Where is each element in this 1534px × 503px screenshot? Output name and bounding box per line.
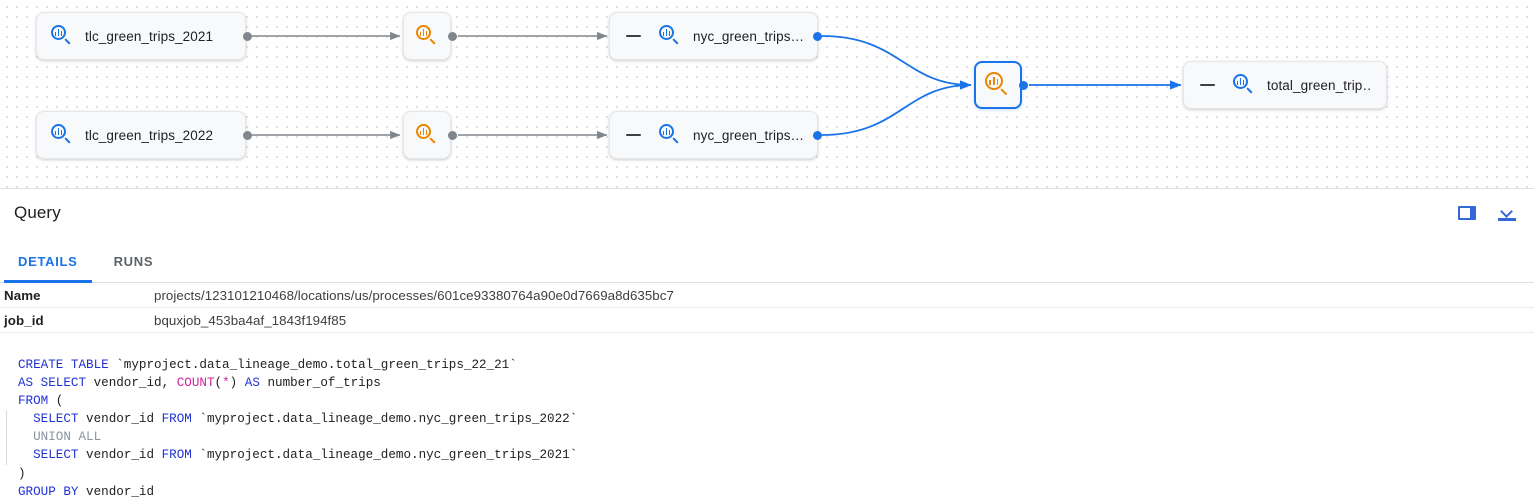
bigquery-process-icon bbox=[416, 25, 438, 47]
bigquery-table-icon bbox=[659, 25, 681, 47]
sql-line: AS SELECT vendor_id, COUNT(*) AS number_… bbox=[18, 374, 1534, 392]
lineage-node-process-selected[interactable] bbox=[974, 61, 1022, 109]
sql-line: FROM ( bbox=[18, 392, 1534, 410]
sql-token: CREATE TABLE bbox=[18, 358, 117, 372]
node-output-port[interactable] bbox=[243, 130, 252, 140]
sql-token: number_of_trips bbox=[267, 376, 381, 391]
sql-line: UNION ALL bbox=[18, 428, 1534, 446]
node-label: total_green_trip… bbox=[1267, 77, 1372, 93]
sql-line: CREATE TABLE `myproject.data_lineage_dem… bbox=[18, 356, 1534, 374]
panel-title: Query bbox=[14, 203, 61, 222]
node-output-port[interactable] bbox=[813, 31, 822, 41]
sql-line: SELECT vendor_id FROM `myproject.data_li… bbox=[18, 410, 1534, 428]
lineage-node-process-2[interactable] bbox=[403, 111, 451, 159]
table-row: job_id bquxjob_453ba4af_1843f194f85 bbox=[0, 307, 1534, 333]
lineage-node-total-green-trips[interactable]: total_green_trip… bbox=[1183, 61, 1387, 109]
lineage-graph-canvas[interactable]: tlc_green_trips_2021 tlc_green_trips_202… bbox=[0, 0, 1534, 188]
sql-token: FROM bbox=[161, 448, 192, 463]
sql-token: UNION ALL bbox=[18, 430, 102, 445]
sql-token: vendor_id bbox=[86, 448, 162, 463]
split-panel-button[interactable] bbox=[1454, 200, 1480, 226]
collapse-panel-button[interactable] bbox=[1494, 200, 1520, 226]
bigquery-table-icon bbox=[659, 124, 681, 146]
sql-token: ( bbox=[214, 376, 223, 391]
details-table: Name projects/123101210468/locations/us/… bbox=[0, 283, 1534, 333]
node-label: nyc_green_trips… bbox=[693, 28, 803, 44]
collapse-node-icon[interactable] bbox=[1200, 84, 1215, 86]
node-output-port[interactable] bbox=[1019, 80, 1028, 90]
collapse-node-icon[interactable] bbox=[626, 134, 641, 136]
sql-token: GROUP BY bbox=[18, 484, 87, 499]
lineage-node-nyc-green-trips-2[interactable]: nyc_green_trips… bbox=[609, 111, 818, 159]
details-panel: Query DETAILS RUNS Name projects/1 bbox=[0, 188, 1534, 503]
panel-header: Query bbox=[0, 189, 1534, 237]
sql-token: ) bbox=[18, 466, 26, 481]
table-row: Name projects/123101210468/locations/us/… bbox=[0, 283, 1534, 308]
sql-token: FROM bbox=[18, 394, 49, 409]
bigquery-table-icon bbox=[1233, 74, 1255, 96]
sql-token: FROM bbox=[161, 412, 192, 427]
sql-token: ) bbox=[229, 376, 245, 391]
node-label: tlc_green_trips_2022 bbox=[85, 127, 214, 143]
sql-token: `myproject.data_lineage_demo.total_green… bbox=[116, 358, 517, 372]
lineage-node-tlc-green-trips-2021[interactable]: tlc_green_trips_2021 bbox=[36, 12, 246, 60]
detail-key: job_id bbox=[0, 307, 154, 333]
sql-token: `myproject.data_lineage_demo.nyc_green_t… bbox=[191, 412, 578, 427]
panel-tabs: DETAILS RUNS bbox=[0, 237, 1534, 283]
sql-token: * bbox=[222, 376, 230, 391]
node-output-port[interactable] bbox=[813, 130, 822, 140]
sql-token: vendor_id bbox=[86, 484, 155, 499]
lineage-node-tlc-green-trips-2022[interactable]: tlc_green_trips_2022 bbox=[36, 111, 246, 159]
node-label: nyc_green_trips… bbox=[693, 127, 803, 143]
sql-token: `myproject.data_lineage_demo.nyc_green_t… bbox=[191, 448, 578, 463]
sql-token: AS bbox=[244, 376, 268, 391]
sql-token: vendor_id bbox=[86, 412, 162, 427]
bigquery-table-icon bbox=[51, 124, 73, 146]
node-label: tlc_green_trips_2021 bbox=[85, 28, 214, 44]
node-output-port[interactable] bbox=[243, 31, 252, 41]
sql-token: SELECT bbox=[18, 448, 87, 463]
sql-token: ( bbox=[48, 394, 64, 409]
sql-token: vendor_id, bbox=[93, 376, 177, 391]
sql-query-code[interactable]: CREATE TABLE `myproject.data_lineage_dem… bbox=[0, 356, 1534, 501]
sql-token: AS SELECT bbox=[18, 376, 94, 391]
sql-line: ) bbox=[18, 465, 1534, 483]
panel-actions bbox=[1454, 200, 1520, 226]
split-panel-icon bbox=[1458, 206, 1476, 220]
lineage-node-nyc-green-trips-1[interactable]: nyc_green_trips… bbox=[609, 12, 818, 60]
detail-value: bquxjob_453ba4af_1843f194f85 bbox=[154, 307, 1534, 333]
detail-key: Name bbox=[0, 283, 154, 308]
tab-runs[interactable]: RUNS bbox=[113, 254, 154, 269]
sql-line: GROUP BY vendor_id bbox=[18, 483, 1534, 501]
detail-value: projects/123101210468/locations/us/proce… bbox=[154, 283, 1534, 308]
bigquery-table-icon bbox=[51, 25, 73, 47]
node-output-port[interactable] bbox=[448, 31, 457, 41]
bigquery-process-icon bbox=[416, 124, 438, 146]
collapse-panel-icon bbox=[1498, 204, 1516, 221]
sql-indent-guide bbox=[6, 410, 7, 465]
collapse-node-icon[interactable] bbox=[626, 35, 641, 37]
sql-token: SELECT bbox=[18, 412, 87, 427]
sql-line: SELECT vendor_id FROM `myproject.data_li… bbox=[18, 446, 1534, 464]
node-output-port[interactable] bbox=[448, 130, 457, 140]
sql-token: COUNT bbox=[176, 376, 215, 391]
lineage-node-process-1[interactable] bbox=[403, 12, 451, 60]
tab-details[interactable]: DETAILS bbox=[0, 254, 96, 283]
bigquery-process-icon bbox=[985, 72, 1011, 98]
